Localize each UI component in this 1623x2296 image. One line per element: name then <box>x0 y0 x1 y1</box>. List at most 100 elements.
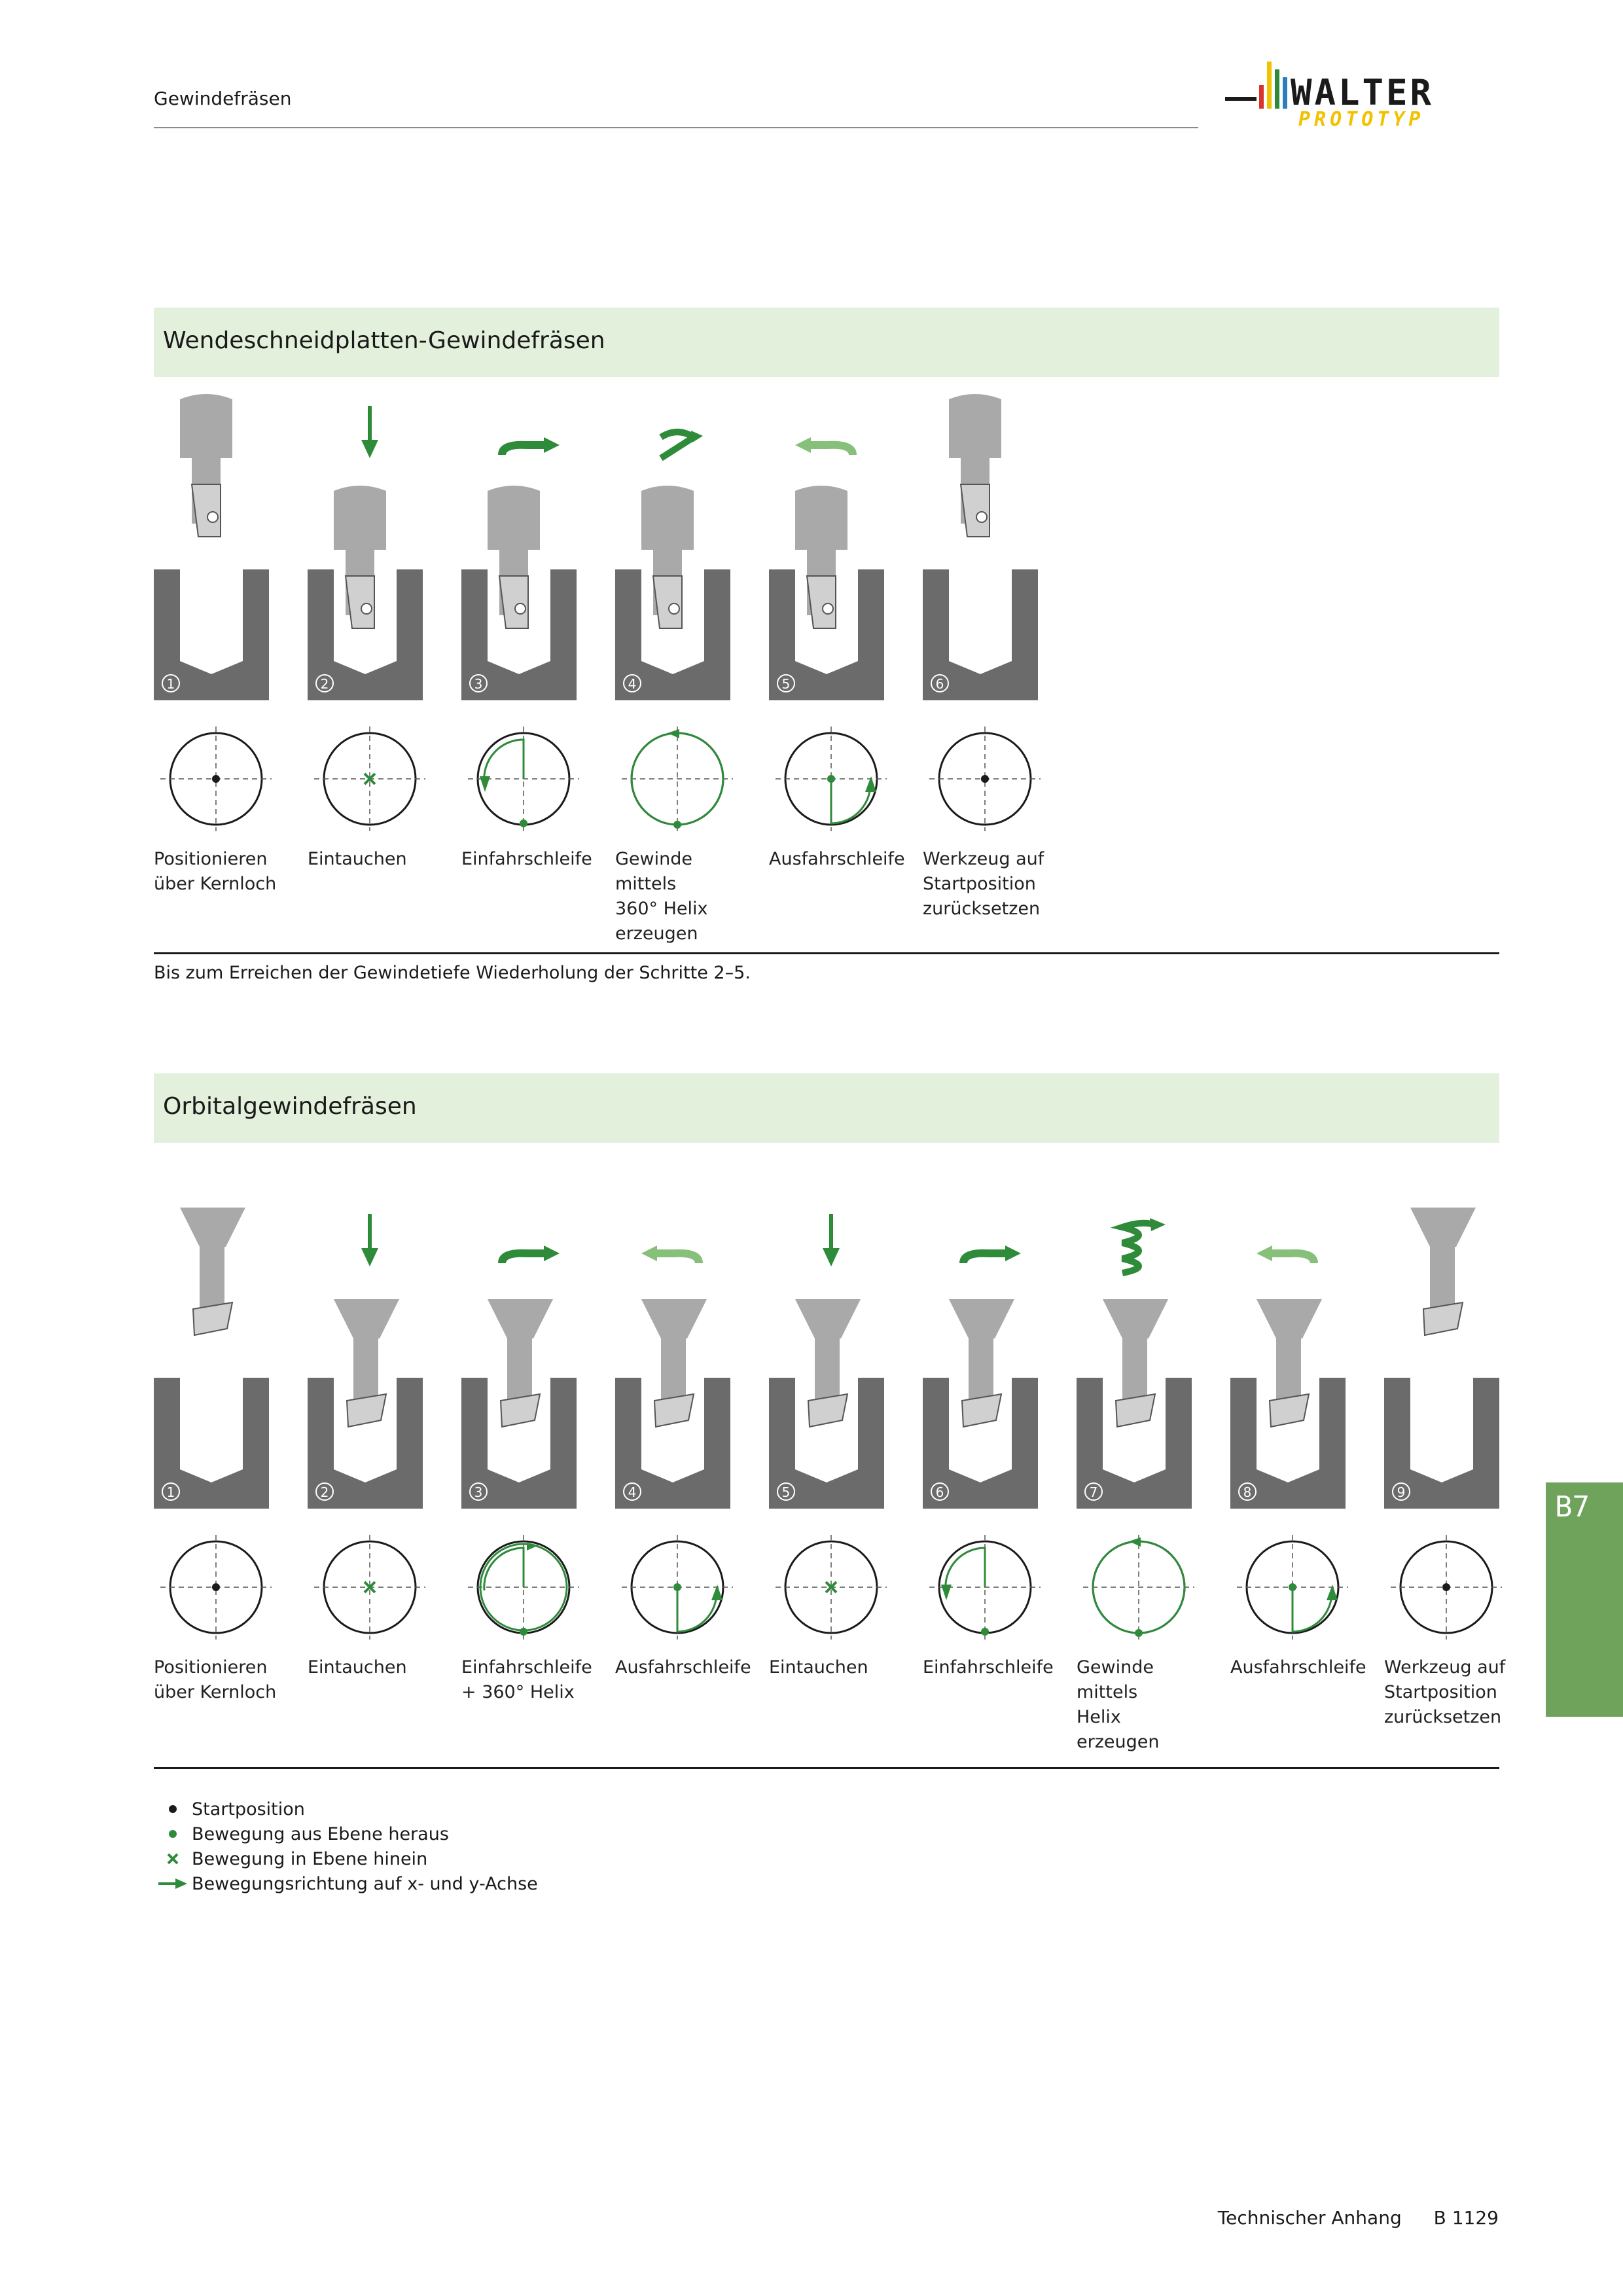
step-illustration: 4 <box>615 1246 730 1509</box>
footer-section: Technischer Anhang <box>1217 2207 1402 2229</box>
toolpath-diagram <box>1237 1535 1348 1640</box>
section2-band: Orbitalgewindefräsen <box>154 1073 1499 1143</box>
section1-note: Bis zum Erreichen der Gewindetiefe Wiede… <box>154 963 751 983</box>
step-illustration: 2 <box>308 1214 423 1509</box>
step-illustration: 8 <box>1230 1246 1346 1509</box>
step-illustration: 9 <box>1384 1208 1499 1509</box>
step-number: 4 <box>628 1484 637 1500</box>
toolpath-diagram <box>160 1535 272 1640</box>
green-dot-icon <box>169 1830 177 1838</box>
step-caption: Einfahrschleife <box>923 1657 1054 1677</box>
green-arrow-icon <box>158 1878 187 1889</box>
step-illustration: 6 <box>923 394 1038 700</box>
step-caption: Positionieren über Kernloch <box>154 1657 277 1702</box>
section2-title: Orbitalgewindefräsen <box>163 1093 417 1120</box>
section2-rule <box>154 1767 1499 1769</box>
toolpath-diagram <box>160 726 272 831</box>
step-caption: Ausfahrschleife <box>769 849 905 869</box>
step-illustration: 5 <box>769 1214 884 1509</box>
step-caption: Werkzeug auf Startposition zurücksetzen <box>1384 1657 1506 1727</box>
step-illustration: 6 <box>923 1246 1038 1509</box>
chapter-tab: B7 <box>1546 1482 1623 1717</box>
legend-text: Bewegung in Ebene hinein <box>192 1848 428 1869</box>
step-number: 5 <box>782 1484 791 1500</box>
step-number: 6 <box>936 1484 944 1500</box>
legend: Startposition Bewegung aus Ebene heraus … <box>154 1797 538 1896</box>
step-illustration: 5 <box>769 437 884 700</box>
toolpath-diagram <box>314 1535 425 1640</box>
toolpath-diagram <box>468 1535 579 1640</box>
green-cross-icon <box>167 1853 179 1865</box>
step-caption: Einfahrschleife + 360° Helix <box>461 1657 592 1702</box>
step-caption: Positionieren über Kernloch <box>154 849 277 894</box>
toolpath-diagram <box>1391 1535 1502 1640</box>
step-number: 9 <box>1397 1484 1406 1500</box>
step-caption: Gewinde mittels 360° Helix erzeugen <box>615 849 708 944</box>
page-header-title: Gewindefräsen <box>154 88 292 109</box>
toolpath-diagram <box>929 726 1041 831</box>
logo-brand: WALTER <box>1291 72 1434 113</box>
step-number: 6 <box>936 676 944 692</box>
step-caption: Ausfahrschleife <box>615 1657 751 1677</box>
step-caption: Eintauchen <box>308 1657 407 1677</box>
step-illustration: 1 <box>154 394 269 700</box>
toolpath-diagram <box>622 726 733 831</box>
footer-page-number: B 1129 <box>1433 2207 1499 2229</box>
section1-band: Wendeschneidplatten-Gewindefräsen <box>154 308 1499 377</box>
step-number: 7 <box>1090 1484 1098 1500</box>
toolpath-diagram <box>314 726 425 831</box>
section1-title: Wendeschneidplatten-Gewindefräsen <box>163 327 605 354</box>
step-caption: Werkzeug auf Startposition zurücksetzen <box>923 849 1044 919</box>
toolpath-diagram <box>1083 1535 1194 1640</box>
legend-item: Startposition <box>154 1797 538 1821</box>
legend-item: Bewegung aus Ebene heraus <box>154 1821 538 1846</box>
step-number: 4 <box>628 676 637 692</box>
header-rule <box>154 127 1198 128</box>
step-number: 3 <box>474 676 483 692</box>
step-number: 2 <box>321 1484 329 1500</box>
page-footer: Technischer Anhang B 1129 <box>1192 2207 1499 2229</box>
step-number: 2 <box>321 676 329 692</box>
section1-rule <box>154 952 1499 954</box>
toolpath-diagram <box>929 1535 1041 1640</box>
step-caption: Eintauchen <box>308 849 407 869</box>
step-caption: Einfahrschleife <box>461 849 592 869</box>
step-number: 8 <box>1243 1484 1252 1500</box>
legend-text: Bewegung aus Ebene heraus <box>192 1823 449 1844</box>
legend-text: Startposition <box>192 1799 305 1820</box>
legend-item: Bewegung in Ebene hinein <box>154 1846 538 1871</box>
black-dot-icon <box>169 1805 177 1813</box>
step-number: 1 <box>167 676 175 692</box>
step-caption: Ausfahrschleife <box>1230 1657 1366 1677</box>
toolpath-diagram <box>468 726 579 831</box>
step-illustration: 1 <box>154 1208 269 1509</box>
step-caption: Eintauchen <box>769 1657 868 1677</box>
step-illustration: 2 <box>308 406 423 700</box>
step-number: 1 <box>167 1484 175 1500</box>
logo-sub: PROTOTYP <box>1298 108 1425 131</box>
step-number: 3 <box>474 1484 483 1500</box>
walter-logo: WALTER PROTOTYP <box>1225 62 1434 131</box>
step-number: 5 <box>782 676 791 692</box>
legend-item: Bewegungsrichtung auf x- und y-Achse <box>154 1871 538 1896</box>
toolpath-diagram <box>776 1535 887 1640</box>
step-illustration: 4 <box>615 429 730 700</box>
toolpath-diagram <box>776 726 887 831</box>
toolpath-diagram <box>622 1535 733 1640</box>
step-illustration: 3 <box>461 437 577 700</box>
